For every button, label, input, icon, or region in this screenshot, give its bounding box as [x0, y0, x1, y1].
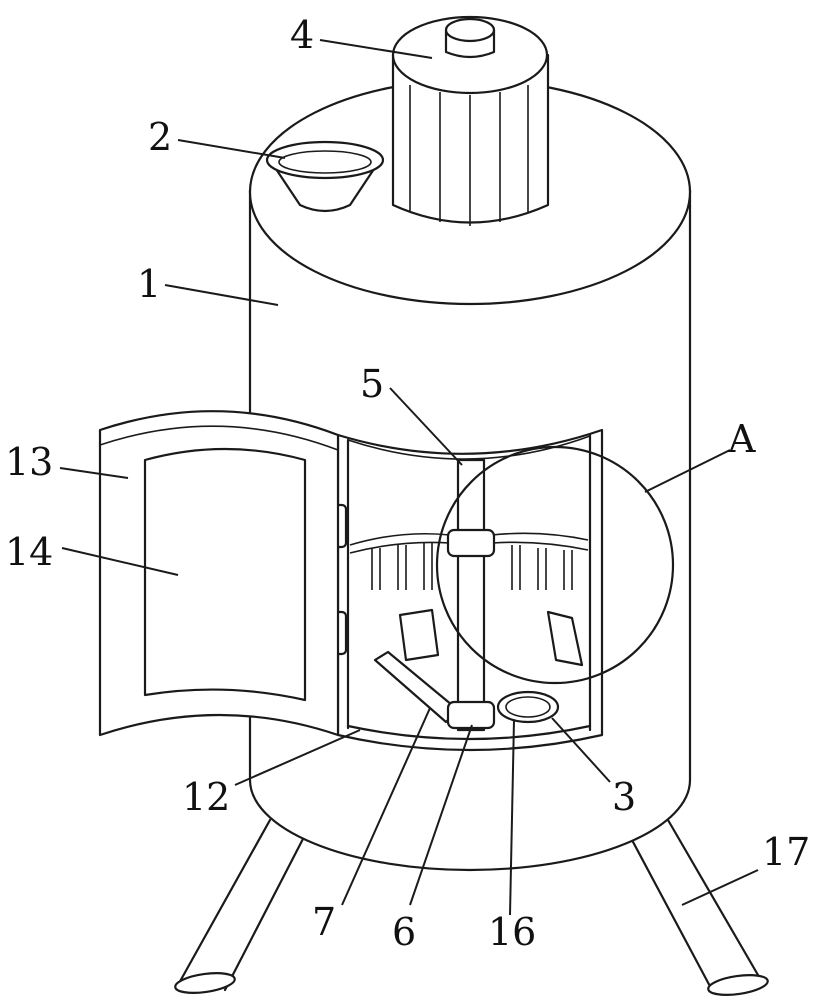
label-3: 3: [612, 775, 636, 819]
label-16: 16: [488, 910, 536, 954]
support-legs: [174, 818, 769, 996]
leader-lines: [59, 39, 759, 916]
label-13: 13: [5, 440, 53, 484]
detail-circle-a: [435, 445, 675, 685]
label-17: 17: [762, 830, 810, 874]
part-labels: 4 2 1 5 A 13 14 12 3 17 7 6 16: [5, 13, 810, 954]
label-7: 7: [312, 900, 336, 944]
label-14: 14: [5, 530, 53, 574]
label-4: 4: [290, 13, 314, 57]
label-5: 5: [360, 362, 384, 406]
label-12: 12: [182, 775, 230, 819]
label-2: 2: [148, 115, 172, 159]
central-shaft: [446, 458, 496, 732]
motor: [391, 15, 550, 226]
open-door: [98, 410, 340, 737]
label-a: A: [727, 417, 756, 461]
label-6: 6: [392, 910, 416, 954]
label-1: 1: [137, 262, 161, 306]
feed-funnel: [265, 140, 385, 213]
